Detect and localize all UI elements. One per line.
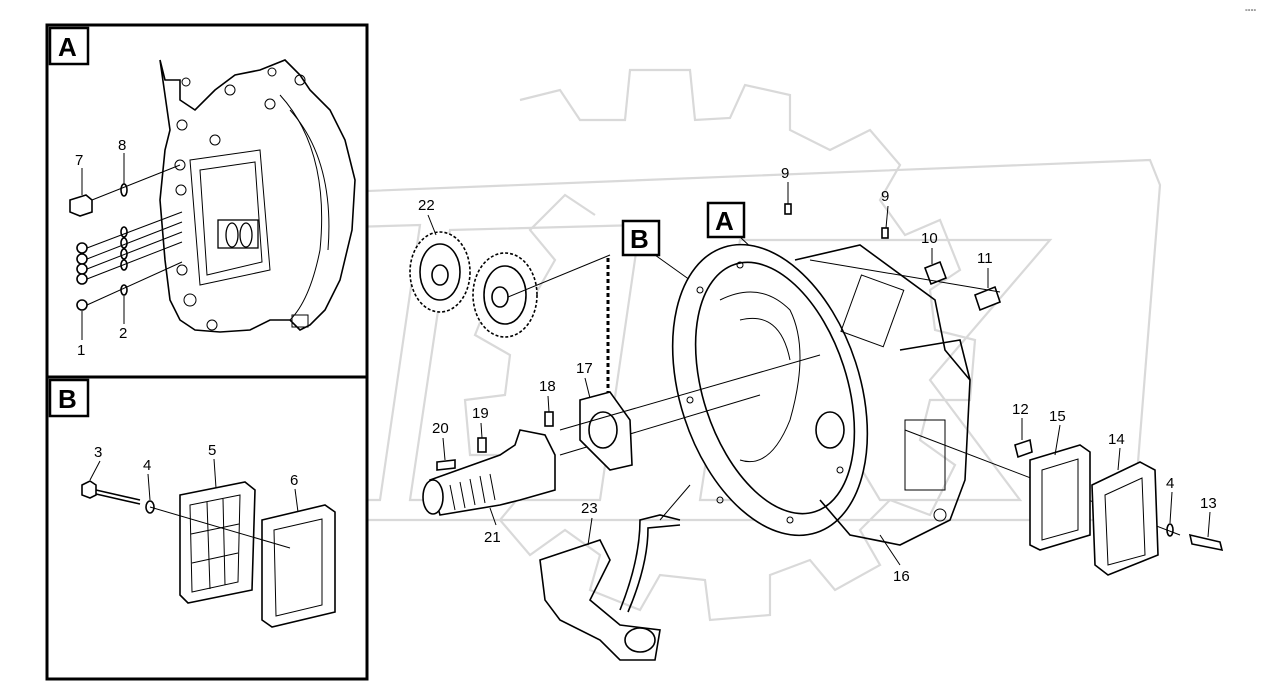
label-21: 21: [484, 529, 501, 546]
label-23: 23: [581, 500, 598, 517]
corner-mark: °°°°: [1245, 8, 1256, 16]
label-9a: 9: [781, 165, 789, 182]
label-9b: 9: [881, 188, 889, 205]
label-13: 13: [1200, 495, 1217, 512]
inset-a-letter: A: [58, 32, 77, 62]
label-15: 15: [1049, 408, 1066, 425]
inset-b: B 3 4 5 6: [45, 375, 369, 681]
main-assembly: A B: [409, 165, 1224, 661]
inset-b-letter: B: [58, 384, 77, 414]
label-18: 18: [539, 378, 556, 395]
label-20: 20: [432, 420, 449, 437]
label-12: 12: [1012, 401, 1029, 418]
callout-b: B: [630, 224, 649, 254]
gear-pair: [409, 231, 611, 338]
label-4-inset: 4: [143, 457, 151, 474]
label-10: 10: [921, 230, 938, 247]
label-7: 7: [75, 152, 83, 169]
label-16: 16: [893, 568, 910, 585]
callout-a: A: [715, 206, 734, 236]
label-1: 1: [77, 342, 85, 359]
label-19: 19: [472, 405, 489, 422]
bolt-row: [76, 211, 183, 311]
label-2: 2: [119, 325, 127, 342]
label-5: 5: [208, 442, 216, 459]
label-3: 3: [94, 444, 102, 461]
label-8: 8: [118, 137, 126, 154]
inset-a: A 7: [45, 23, 369, 379]
label-6: 6: [290, 472, 298, 489]
label-17: 17: [576, 360, 593, 377]
label-22: 22: [418, 197, 435, 214]
label-4: 4: [1166, 475, 1174, 492]
label-14: 14: [1108, 431, 1125, 448]
label-11: 11: [977, 250, 993, 267]
